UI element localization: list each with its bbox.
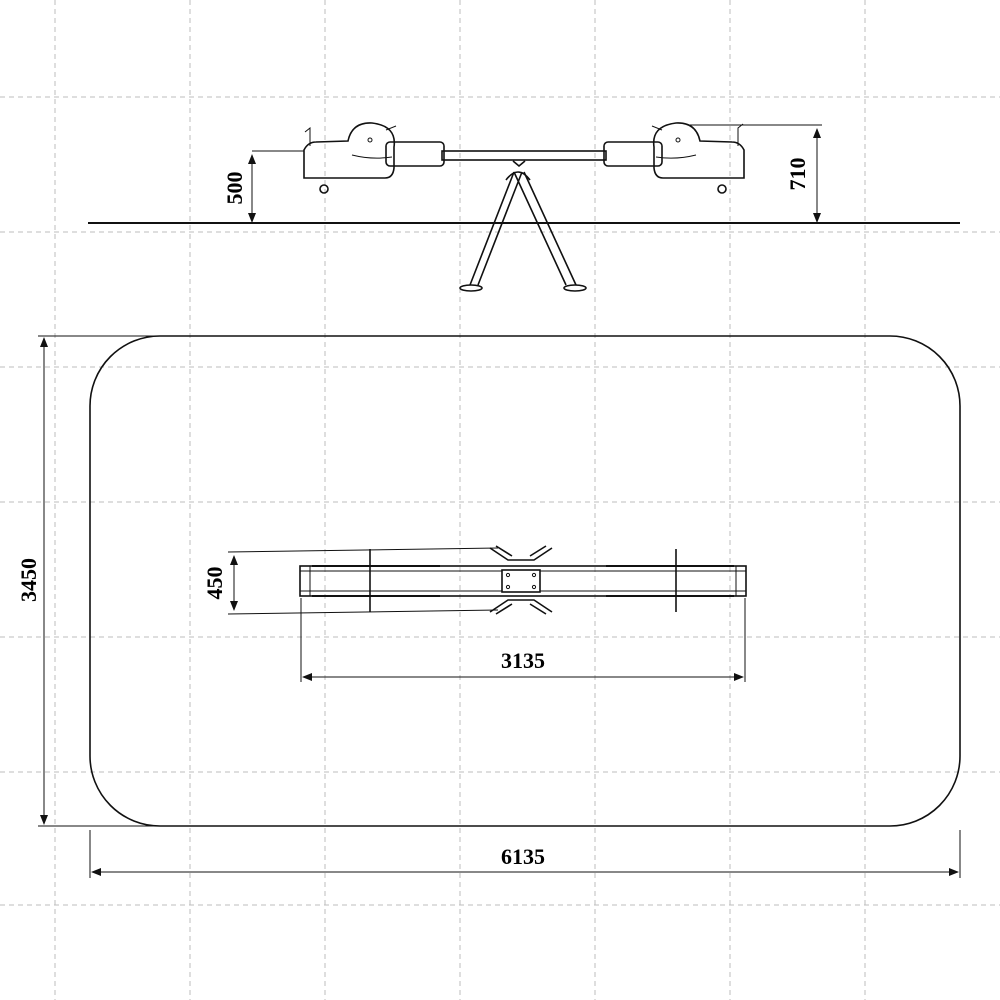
equipment-length-dimension: 3135 (300, 598, 746, 682)
equipment-width-dimension: 450 (202, 547, 499, 615)
handle-height-value: 710 (785, 158, 810, 191)
overall-depth-dimension: 3450 (16, 335, 155, 827)
overall-width-value: 6135 (501, 844, 545, 869)
seat-height-dimension: 500 (222, 150, 304, 223)
left-seat (303, 122, 397, 194)
equipment-length-value: 3135 (501, 648, 545, 673)
equipment-width-value: 450 (202, 567, 227, 600)
overall-depth-value: 3450 (16, 558, 41, 602)
pivot-plate (501, 569, 541, 593)
handle-height-dimension: 710 (690, 124, 822, 223)
safety-zone-outline (89, 335, 961, 827)
seat-height-value: 500 (222, 172, 247, 205)
elevation-view: 500 710 (88, 122, 960, 292)
seesaw-support-frame (459, 160, 587, 292)
seesaw-plan (299, 545, 747, 615)
seesaw-beam (385, 141, 663, 167)
plan-view: 450 3135 6135 3450 (16, 335, 961, 878)
overall-width-dimension: 6135 (89, 830, 961, 878)
pivot-legs (489, 545, 553, 615)
